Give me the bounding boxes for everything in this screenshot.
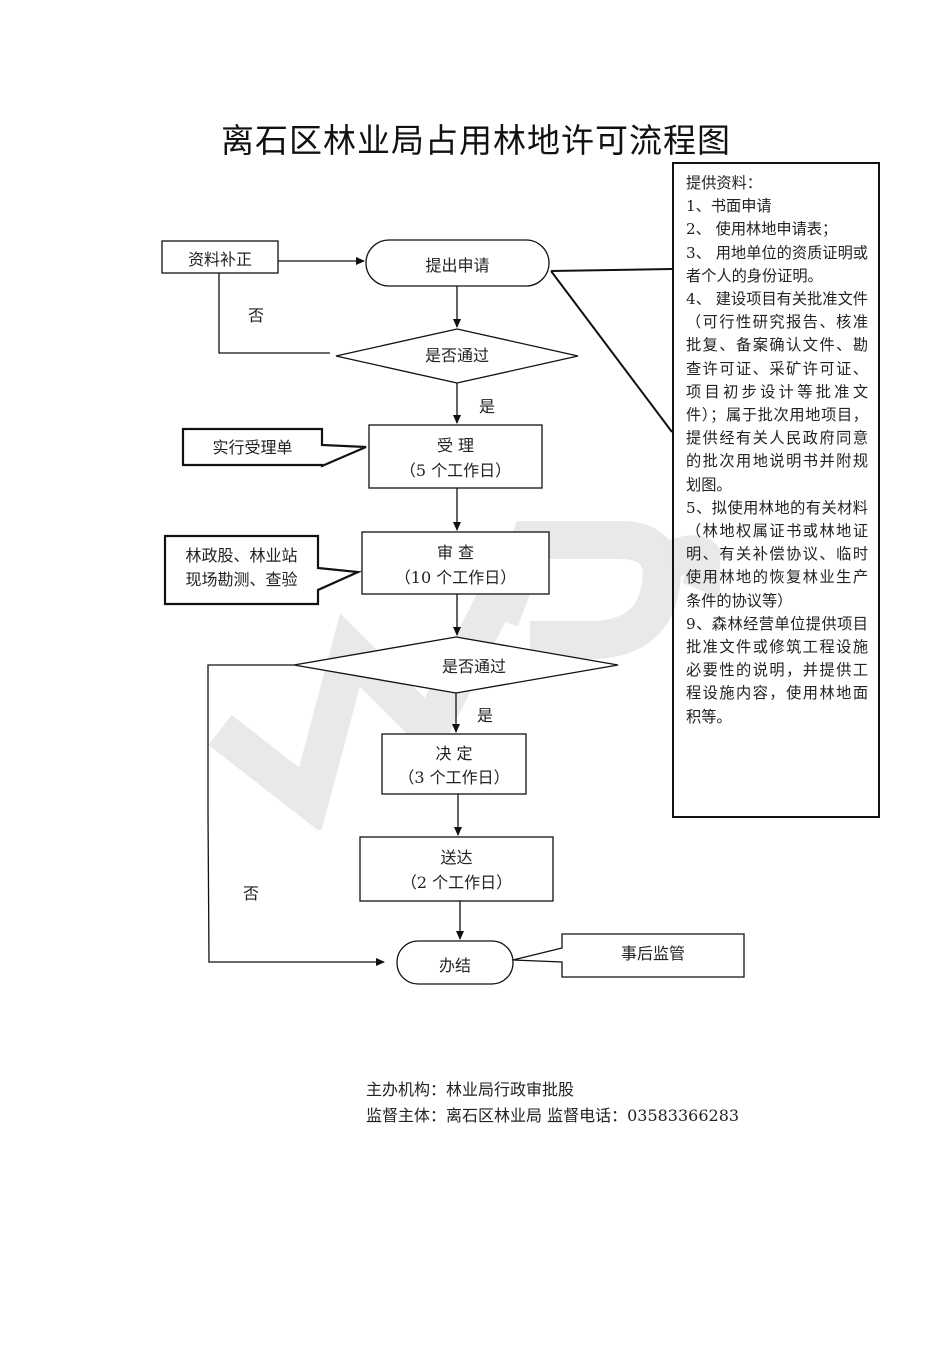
materials-line-2: 2、 使用林地申请表；: [686, 220, 838, 239]
supervise-label: 事后监管: [620, 944, 685, 963]
decide-duration: （3 个工作日）: [398, 768, 510, 787]
materials-line-3: 3、 用地单位的资质证明或者个人的身份证明。: [686, 243, 868, 285]
decide-title: 决 定: [435, 744, 473, 763]
finish-node: [396, 940, 514, 985]
supervise-callout: [512, 933, 745, 978]
deliver-title: 送达: [440, 848, 473, 867]
review-note-line2: 现场勘测、查验: [185, 570, 298, 589]
no-label-1: 否: [248, 306, 265, 325]
check2-label: 是否通过: [441, 657, 506, 676]
materials-line-6: 9、森林经营单位提供项目批准文件或修筑工程设施必要性的说明，并提供工程设施内容，…: [686, 614, 868, 726]
page-title: 离石区林业局占用林地许可流程图: [221, 121, 731, 160]
materials-line-5: 5、拟使用林地的有关材料（林地权属证书或林地证明、有关补偿协议、临时使用林地的恢…: [686, 498, 868, 610]
deliver-duration: （2 个工作日）: [400, 873, 513, 892]
review-note-callout: [163, 534, 363, 606]
materials-line-1: 1、书面申请: [686, 197, 772, 216]
supplement-box: [161, 240, 279, 274]
yes-label-2: 是: [477, 706, 494, 725]
no-label-2: 否: [243, 884, 260, 903]
review-note-line1: 林政股、林业站: [185, 546, 298, 565]
deliver-box: [359, 836, 554, 902]
review-title: 审 查: [436, 543, 475, 562]
check1-label: 是否通过: [424, 346, 489, 365]
finish-label: 办结: [438, 956, 471, 975]
materials-line-0: 提供资料：: [686, 174, 762, 192]
submit-label: 提出申请: [425, 256, 490, 275]
review-duration: （10 个工作日）: [394, 568, 517, 587]
accept-title: 受 理: [436, 436, 475, 455]
review-box: [361, 531, 550, 595]
supplement-label: 资料补正: [187, 250, 252, 269]
accept-box: [368, 424, 543, 489]
accept-duration: （5 个工作日）: [399, 461, 512, 480]
materials-line-4: 4、 建设项目有关批准文件（可行性研究报告、核准批复、备案确认文件、勘查许可证、…: [686, 290, 868, 494]
materials-box: 提供资料： 1、书面申请 2、 使用林地申请表； 3、 用地单位的资质证明或者个…: [672, 162, 880, 818]
footer-organizer: 主办机构：林业局行政审批股: [366, 1080, 575, 1099]
accept-note-label: 实行受理单: [212, 438, 293, 457]
yes-label-1: 是: [479, 397, 496, 416]
decide-box: [381, 733, 527, 795]
accept-note-callout: [181, 427, 367, 468]
footer-supervisor: 监督主体：离石区林业局 监督电话：03583366283: [366, 1106, 740, 1125]
